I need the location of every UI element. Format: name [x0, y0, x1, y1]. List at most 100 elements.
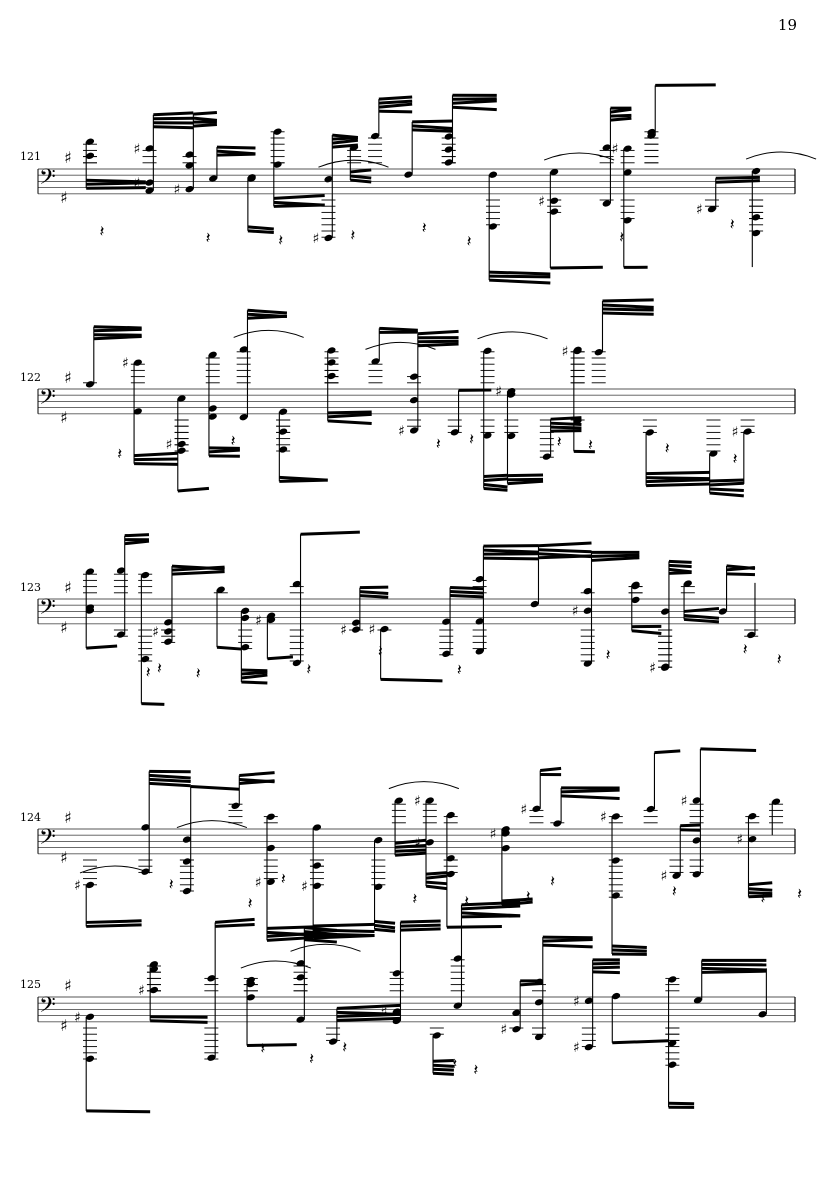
- notehead: [267, 612, 276, 619]
- notehead: [380, 625, 389, 633]
- beam: [215, 923, 255, 928]
- beam: [646, 470, 710, 476]
- notehead: [279, 408, 288, 415]
- quarter-rest-icon: 𝄽: [761, 889, 766, 908]
- beam: [683, 606, 720, 613]
- beam: [489, 278, 551, 285]
- quarter-rest-icon: 𝄽: [464, 891, 469, 910]
- notehead: [507, 388, 516, 395]
- quarter-rest-icon: 𝄽: [797, 884, 802, 903]
- beam: [394, 843, 427, 849]
- beam: [247, 229, 274, 234]
- beam: [374, 927, 396, 933]
- beam: [395, 848, 427, 853]
- beam: [336, 1012, 401, 1018]
- beam: [141, 702, 165, 706]
- notehead: [612, 992, 621, 1000]
- notehead: [584, 1043, 593, 1051]
- tie: [176, 820, 248, 829]
- notehead: [573, 347, 582, 355]
- bass-clef-icon: 𝄢: [39, 385, 56, 415]
- sharp-icon: ♯: [495, 384, 502, 400]
- beam: [86, 178, 146, 184]
- sharp-icon: ♯: [573, 1040, 580, 1056]
- notehead: [241, 614, 250, 622]
- beam: [134, 457, 178, 462]
- beam: [171, 570, 225, 576]
- tie: [745, 151, 817, 160]
- sharp-icon: ♯: [538, 194, 545, 210]
- notehead: [488, 171, 498, 178]
- notehead: [327, 372, 336, 380]
- sharp-icon: ♯: [152, 624, 159, 640]
- beam: [327, 419, 372, 426]
- beam: [124, 539, 150, 546]
- notehead: [534, 978, 544, 985]
- quarter-rest-icon: 𝄽: [619, 227, 624, 246]
- notehead: [668, 1039, 677, 1047]
- quarter-rest-icon: 𝄽: [206, 228, 211, 247]
- beam: [359, 590, 389, 595]
- notehead: [573, 417, 582, 425]
- notehead: [246, 994, 255, 1001]
- notehead: [246, 980, 255, 988]
- notehead: [312, 882, 322, 889]
- beam: [177, 486, 210, 493]
- beam: [417, 342, 459, 348]
- notehead: [324, 176, 333, 183]
- beam: [550, 429, 582, 433]
- notehead: [247, 174, 256, 181]
- notehead: [145, 187, 154, 194]
- sharp-icon: ♯: [60, 618, 68, 637]
- beam: [550, 421, 582, 427]
- sharp-icon: ♯: [174, 182, 181, 198]
- notehead: [164, 638, 173, 645]
- beam: [542, 935, 593, 940]
- quarter-rest-icon: 𝄽: [157, 659, 162, 678]
- beam: [507, 473, 544, 478]
- quarter-rest-icon: 𝄽: [169, 875, 174, 894]
- beam: [449, 593, 484, 599]
- beam: [542, 938, 593, 943]
- notehead: [394, 797, 403, 804]
- beam: [412, 124, 453, 131]
- beam: [610, 107, 632, 114]
- sharp-icon: ♯: [340, 623, 347, 639]
- bass-clef-icon: 𝄢: [39, 595, 56, 625]
- beam: [668, 570, 692, 575]
- beam: [241, 680, 268, 685]
- sharp-icon: ♯: [572, 604, 579, 620]
- notehead: [371, 358, 380, 365]
- notehead: [553, 820, 562, 827]
- sharp-icon: ♯: [520, 802, 527, 818]
- quarter-rest-icon: 𝄽: [281, 869, 286, 888]
- notehead: [631, 596, 640, 604]
- quarter-rest-icon: 𝄽: [309, 1049, 314, 1068]
- notehead: [392, 970, 401, 977]
- beam: [646, 478, 710, 484]
- notehead: [85, 1013, 95, 1020]
- beam: [267, 655, 294, 661]
- beam: [332, 136, 358, 141]
- quarter-rest-icon: 𝄽: [672, 881, 677, 900]
- beam: [602, 311, 654, 316]
- notehead: [668, 976, 677, 983]
- beam: [208, 448, 240, 454]
- beam: [332, 138, 359, 145]
- bass-clef-icon: 𝄢: [39, 165, 56, 195]
- beam: [171, 565, 225, 572]
- beam: [646, 476, 710, 481]
- beam: [668, 559, 692, 564]
- beam: [304, 938, 337, 944]
- beam: [701, 969, 767, 974]
- notehead: [266, 844, 275, 852]
- beam: [483, 473, 508, 478]
- beam: [379, 326, 418, 332]
- notehead: [672, 872, 681, 879]
- beam: [124, 533, 150, 538]
- beam: [709, 487, 744, 493]
- beam: [709, 481, 744, 487]
- sharp-icon: ♯: [64, 368, 72, 387]
- beam: [400, 919, 441, 924]
- notehead: [668, 1061, 677, 1068]
